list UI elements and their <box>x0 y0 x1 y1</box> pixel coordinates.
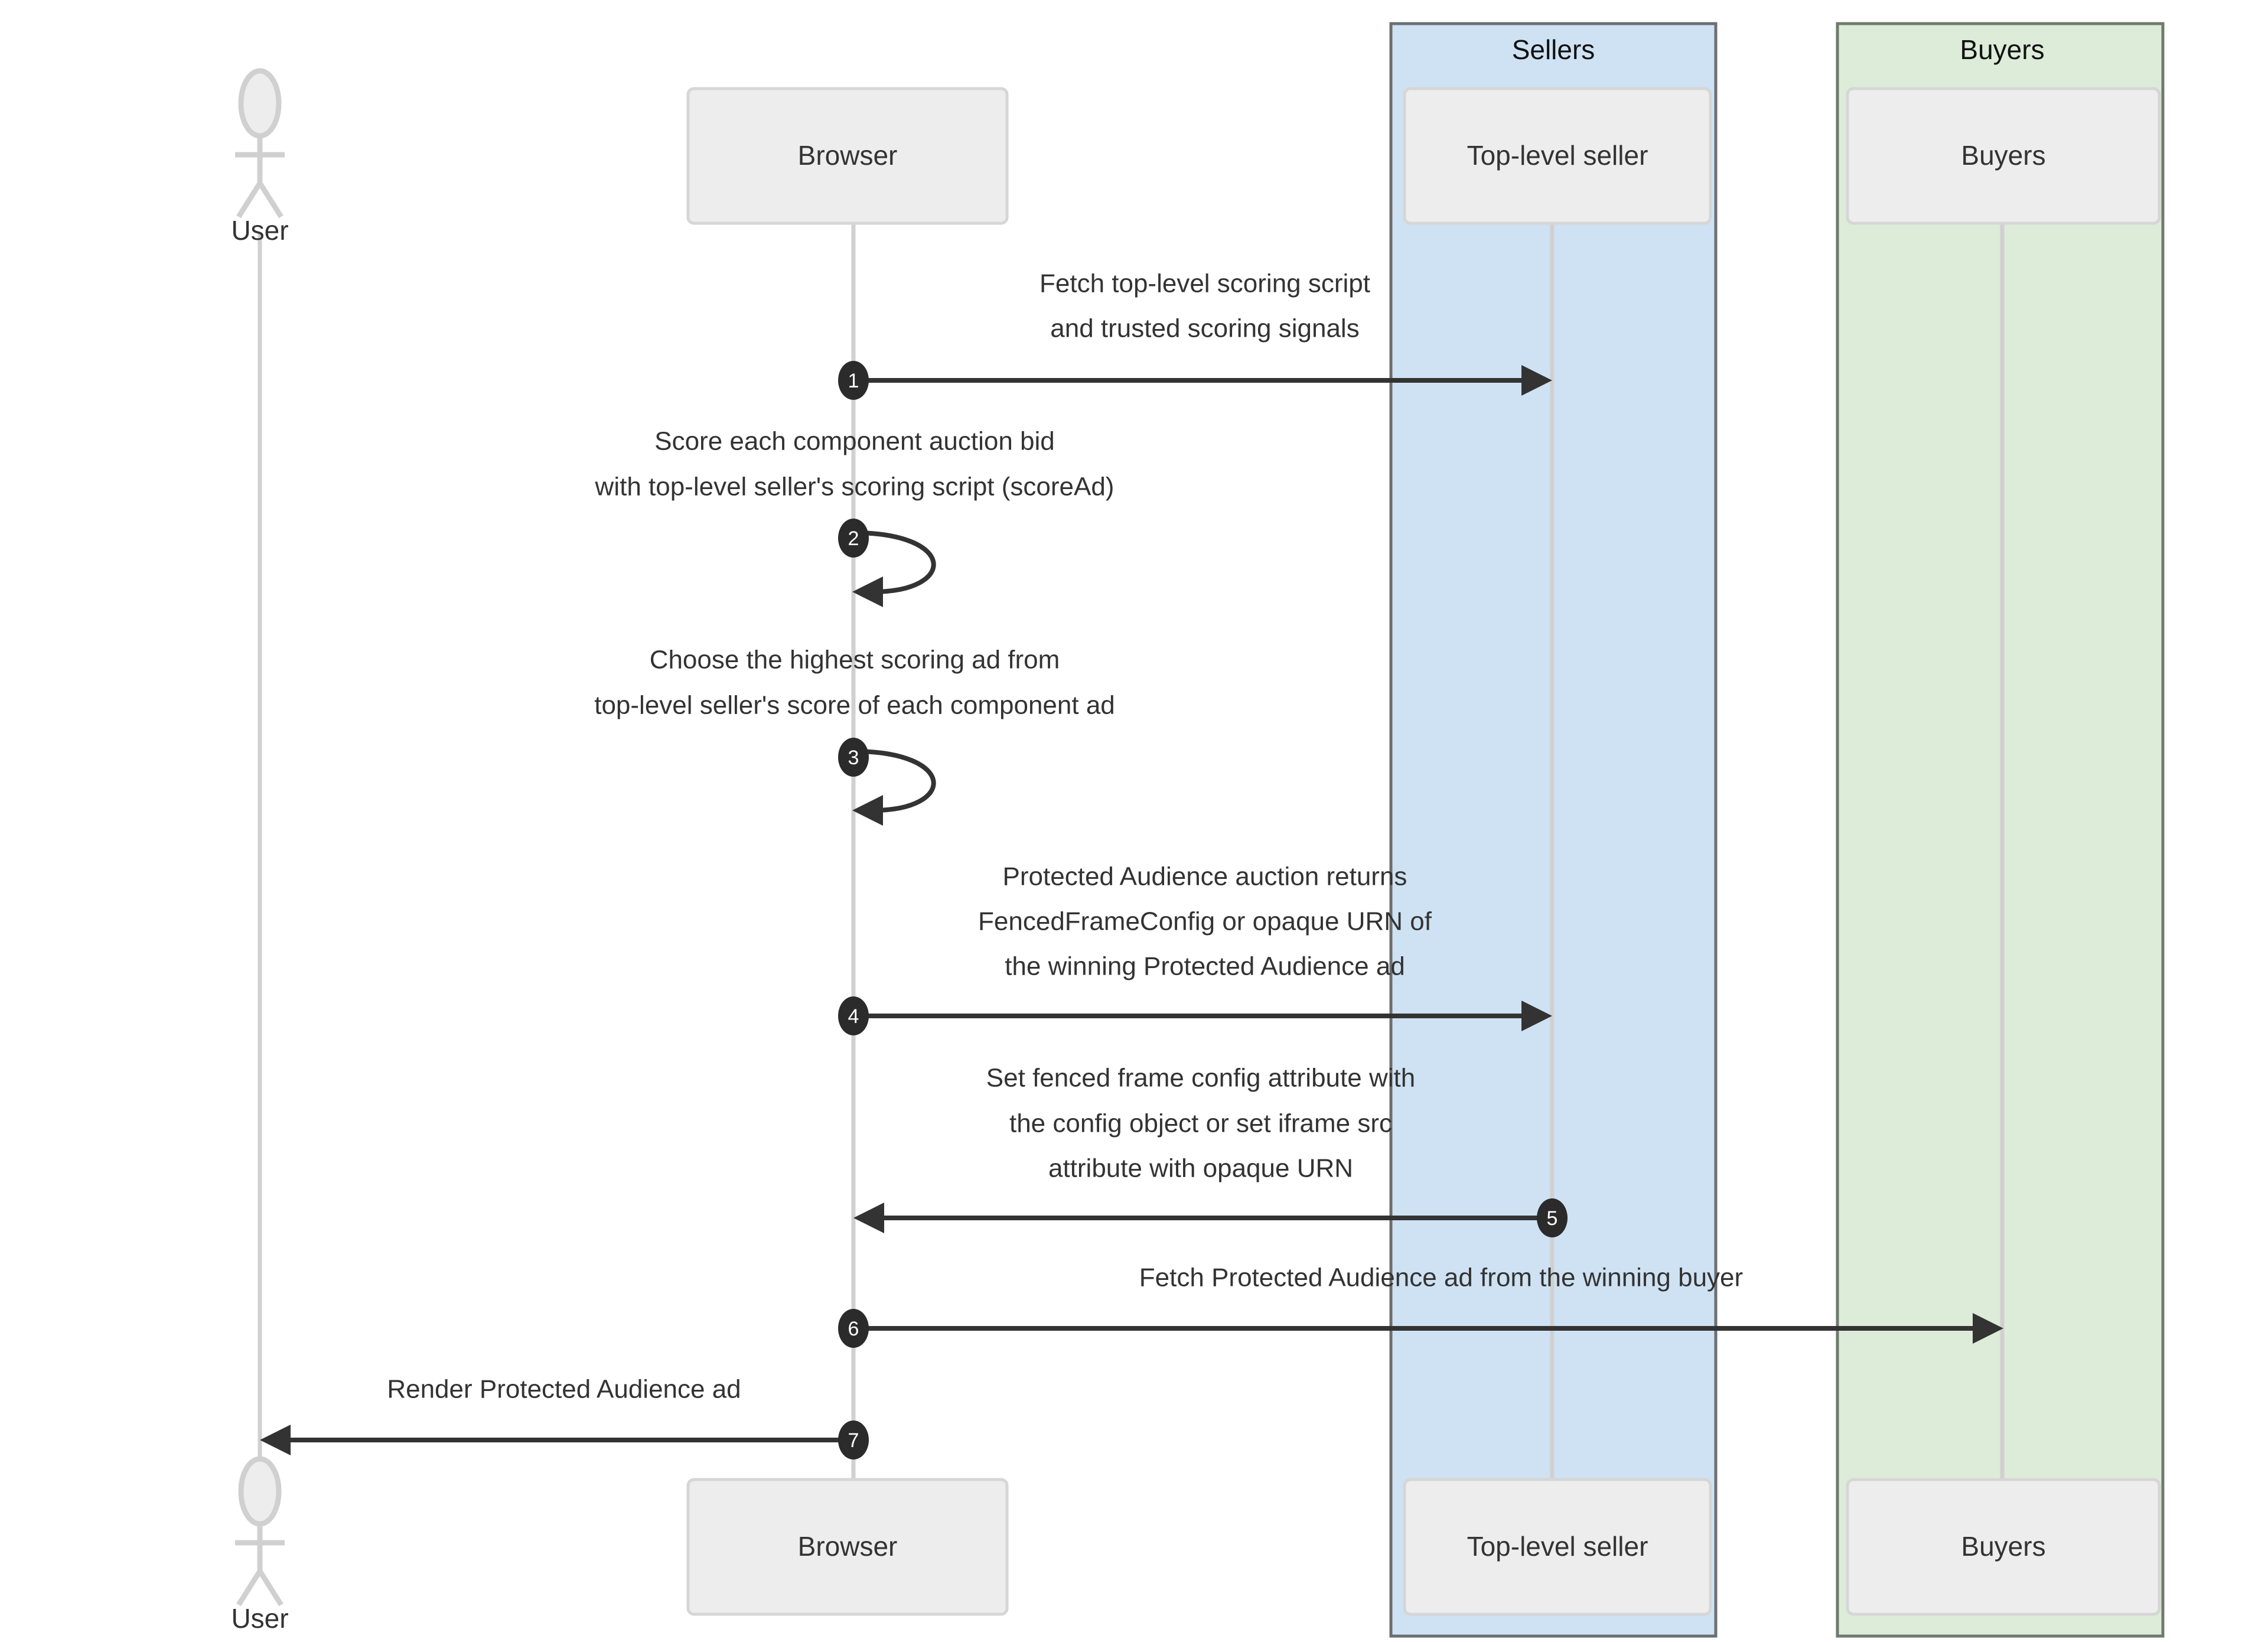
participant-browser-bottom[interactable]: Browser <box>686 1478 1009 1616</box>
message-3-arrowhead-icon <box>852 795 883 826</box>
message-2-arrowhead-icon <box>852 576 883 607</box>
message-5-arrowhead-icon <box>853 1203 884 1233</box>
message-2[interactable]: Score each component auction bid with to… <box>595 427 1115 607</box>
message-6-arrowhead-icon <box>1973 1313 2003 1344</box>
message-1-badge <box>838 361 869 400</box>
message-6-number: 6 <box>848 1318 859 1340</box>
participant-top-level-seller-top-label: Top-level seller <box>1467 140 1648 171</box>
message-1-text-line-1: Fetch top-level scoring script <box>1040 269 1370 298</box>
message-3-number: 3 <box>848 747 859 769</box>
message-2-number: 2 <box>848 527 859 550</box>
message-2-text-line-1: Score each component auction bid <box>654 427 1055 456</box>
message-7-arrowhead-icon <box>260 1425 291 1455</box>
message-2-badge <box>838 519 869 558</box>
participant-top-level-seller-top-rect <box>1403 87 1712 225</box>
participant-browser-top-rect <box>686 87 1009 225</box>
user-head-bottom-icon <box>238 1456 282 1527</box>
message-3-text-line-2: top-level seller's score of each compone… <box>594 691 1115 720</box>
message-5-text-line-2: the config object or set iframe src <box>1009 1109 1392 1138</box>
message-2-text-line-2: with top-level seller's scoring script (… <box>595 473 1115 501</box>
message-4-badge <box>838 996 869 1035</box>
group-buyers-label: Buyers <box>1960 34 2044 65</box>
user-legs-bottom-icon <box>236 1569 284 1607</box>
message-5-badge <box>1537 1198 1568 1237</box>
message-1-text-line-2: and trusted scoring signals <box>1050 314 1359 343</box>
participant-top-level-seller-bottom-label: Top-level seller <box>1467 1531 1648 1562</box>
participant-top-level-seller-bottom-rect <box>1403 1478 1712 1616</box>
participant-user-bottom-label: User <box>231 1603 288 1634</box>
user-head-icon <box>238 68 282 139</box>
participant-browser-bottom-label: Browser <box>798 1531 898 1562</box>
participant-user-top[interactable]: User <box>231 68 289 246</box>
message-7-badge <box>838 1421 869 1459</box>
message-3-self-loop-arc <box>853 749 936 813</box>
message-5[interactable]: Set fenced frame config attribute with t… <box>853 1064 1568 1237</box>
participant-buyers-top-label: Buyers <box>1961 140 2045 171</box>
participant-browser-bottom-rect <box>686 1478 1009 1616</box>
message-3-badge <box>838 738 869 777</box>
participant-top-level-seller-bottom[interactable]: Top-level seller <box>1403 1478 1712 1616</box>
message-7[interactable]: Render Protected Audience ad 7 <box>260 1375 869 1459</box>
group-sellers-label: Sellers <box>1512 34 1595 65</box>
participant-buyers-bottom[interactable]: Buyers <box>1846 1478 2161 1616</box>
participant-buyers-bottom-label: Buyers <box>1961 1531 2045 1562</box>
message-5-text-line-1: Set fenced frame config attribute with <box>986 1064 1415 1093</box>
message-7-number: 7 <box>848 1429 859 1452</box>
participant-top-level-seller-top[interactable]: Top-level seller <box>1403 87 1712 225</box>
participant-buyers-top[interactable]: Buyers <box>1846 87 2161 225</box>
message-4-number: 4 <box>848 1005 859 1028</box>
message-4-arrowhead-icon <box>1521 1001 1552 1031</box>
participant-browser-top[interactable]: Browser <box>686 87 1009 225</box>
participant-user-bottom[interactable]: User <box>231 1456 289 1634</box>
message-5-text-line-3: attribute with opaque URN <box>1048 1154 1353 1183</box>
user-legs-icon <box>236 181 284 219</box>
participant-buyers-top-rect <box>1846 87 2161 225</box>
message-4[interactable]: Protected Audience auction returns Fence… <box>838 862 1552 1035</box>
message-7-text-line-1: Render Protected Audience ad <box>387 1375 741 1404</box>
participant-buyers-bottom-rect <box>1846 1478 2161 1616</box>
message-4-text-line-1: Protected Audience auction returns <box>1003 862 1407 891</box>
message-6-badge <box>838 1309 869 1348</box>
message-3[interactable]: Choose the highest scoring ad from top-l… <box>594 646 1115 826</box>
message-2-self-loop-arc <box>853 530 936 594</box>
message-4-text-line-2: FencedFrameConfig or opaque URN of <box>978 907 1432 936</box>
message-1-number: 1 <box>848 370 859 392</box>
message-3-text-line-1: Choose the highest scoring ad from <box>650 646 1060 675</box>
message-4-text-line-3: the winning Protected Audience ad <box>1005 952 1405 981</box>
message-6-text-line-1: Fetch Protected Audience ad from the win… <box>1139 1263 1743 1292</box>
message-1[interactable]: Fetch top-level scoring script and trust… <box>838 269 1552 400</box>
message-5-number: 5 <box>1547 1207 1558 1230</box>
participant-user-top-label: User <box>231 215 288 246</box>
message-1-arrowhead-icon <box>1521 365 1552 396</box>
message-6[interactable]: Fetch Protected Audience ad from the win… <box>838 1263 2003 1348</box>
participant-browser-top-label: Browser <box>798 140 898 171</box>
